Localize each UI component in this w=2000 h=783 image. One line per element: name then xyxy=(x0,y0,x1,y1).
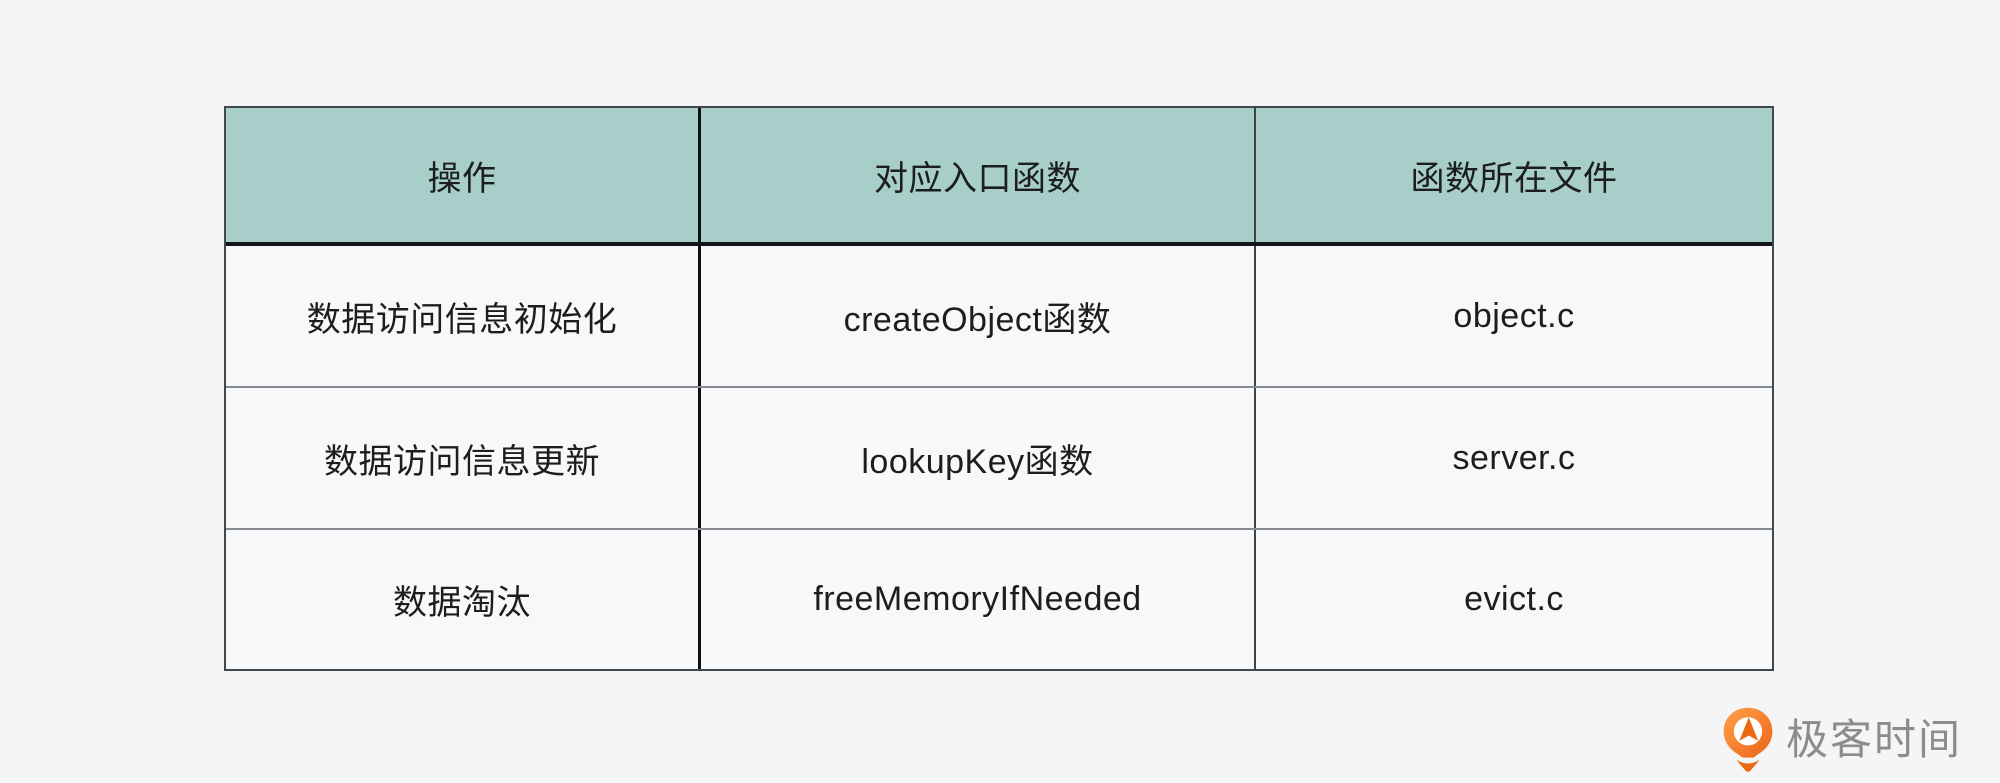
column-header-operation: 操作 xyxy=(226,108,701,242)
table-header-row: 操作 对应入口函数 函数所在文件 xyxy=(226,108,1772,246)
cell-file: evict.c xyxy=(1464,580,1564,618)
table-row: 数据访问信息初始化 createObject函数 object.c xyxy=(226,246,1772,388)
cell-operation: 数据淘汰 xyxy=(226,530,701,669)
geektime-logo: 极客时间 xyxy=(1722,707,1962,773)
column-header-entry-function: 对应入口函数 xyxy=(701,108,1256,242)
table-row: 数据淘汰 freeMemoryIfNeeded evict.c xyxy=(226,530,1772,669)
cell-operation: 数据访问信息初始化 xyxy=(226,246,701,386)
column-header-file: 函数所在文件 xyxy=(1410,159,1618,198)
cell-entry-function: freeMemoryIfNeeded xyxy=(701,530,1256,669)
geektime-pin-icon xyxy=(1723,707,1773,772)
table-row: 数据访问信息更新 lookupKey函数 server.c xyxy=(226,388,1772,530)
cell-file: object.c xyxy=(1453,296,1575,335)
cell-operation: 数据访问信息更新 xyxy=(226,388,701,528)
redis-entry-function-table: 操作 对应入口函数 函数所在文件 数据访问信息初始化 createObject函… xyxy=(224,106,1774,671)
cell-entry-function: createObject函数 xyxy=(701,246,1256,386)
geektime-logo-text: 极客时间 xyxy=(1785,716,1962,763)
cell-entry-function: lookupKey函数 xyxy=(701,388,1256,528)
cell-file: server.c xyxy=(1452,438,1576,477)
